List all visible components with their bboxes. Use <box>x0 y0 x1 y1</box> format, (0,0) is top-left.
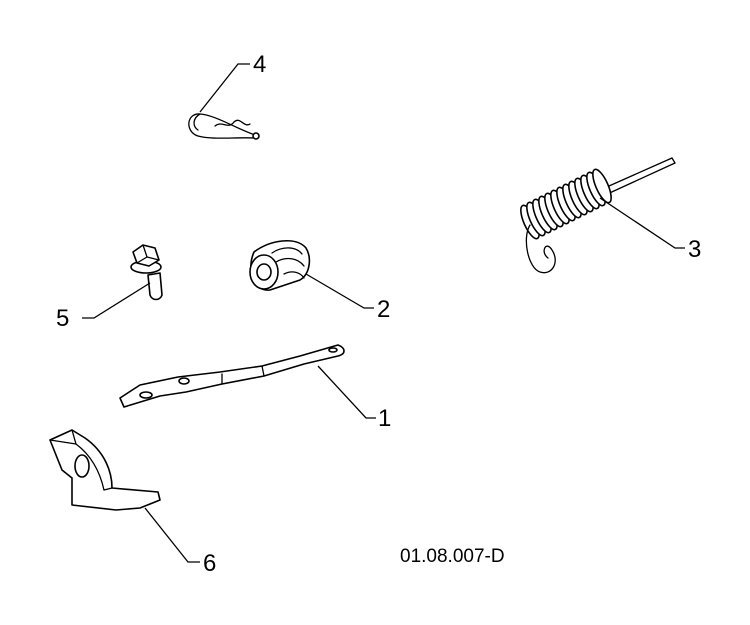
spring-coil <box>592 168 612 204</box>
callout-2: 2 <box>377 296 390 323</box>
drawing-reference-code: 01.08.007-D <box>400 546 505 567</box>
leader-line-1 <box>317 365 376 419</box>
part-3-tension-spring <box>520 157 676 274</box>
part-6-angle-bracket <box>49 429 161 511</box>
part-5-flange-bolt <box>130 244 163 301</box>
callout-5: 5 <box>56 305 69 332</box>
leader-line-6 <box>144 507 200 563</box>
callout-6: 6 <box>203 550 216 577</box>
callout-1: 1 <box>378 405 391 432</box>
leader-line-3 <box>599 197 685 249</box>
leader-line-2 <box>305 273 374 309</box>
part-4-hairpin-clip <box>188 113 260 140</box>
part-2-bushing <box>249 240 311 291</box>
leader-line-4 <box>199 63 250 113</box>
callout-3: 3 <box>688 236 701 263</box>
leader-line-5 <box>82 282 151 319</box>
callout-4: 4 <box>253 51 266 78</box>
part-1-link-plate <box>119 344 345 408</box>
